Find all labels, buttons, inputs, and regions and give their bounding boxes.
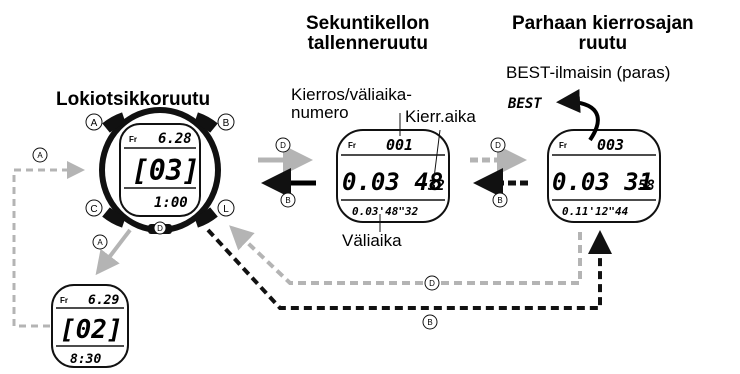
watch-log-bezel-tr <box>193 112 218 133</box>
watch-record-screen <box>336 129 450 223</box>
best-screen-title: Parhaan kierrosajan ruutu <box>512 14 694 54</box>
watch-log-date: 6.28 <box>158 131 192 147</box>
arrow-a-loop-label: A <box>37 151 43 160</box>
watch-best-split: 0.11'12"44 <box>562 205 629 218</box>
watch-record-mode: Fr <box>348 141 356 150</box>
watch-log-prev-date: 6.29 <box>88 293 119 308</box>
watch-log-record: [03] <box>132 154 199 187</box>
watch-log-bezel-tl <box>102 112 127 133</box>
button-b-label: B <box>223 118 230 129</box>
arrow-b-to-best <box>206 228 612 310</box>
lap-number-label: Kierros/väliaika- numero <box>291 86 412 122</box>
watch-log-bezel-bl <box>102 207 127 228</box>
watch-best-screen <box>547 129 661 223</box>
watch-log-buttons: A B C L D <box>85 113 235 235</box>
watch-record-split: 0.03'48"32 <box>352 205 419 218</box>
stopwatch-screen-title: Sekuntikellon tallenneruutu <box>306 14 430 54</box>
arrow-b-left-label: B <box>285 196 290 205</box>
split-time-label: Väliaika <box>342 231 402 250</box>
watch-log-prev-mode: Fr <box>60 296 68 305</box>
log-screen-title: Lokiotsikkoruutu <box>56 89 211 110</box>
watch-log-prev: Fr 6.29 [02] 8:30 <box>51 284 129 368</box>
arrow-d-right-2-label: D <box>495 141 501 150</box>
lap-number-line2: numero <box>291 102 349 122</box>
watch-best-sub: 58 <box>638 178 655 194</box>
arrows-log-record: D B <box>258 137 316 208</box>
arrows-record-best: D B <box>470 137 528 208</box>
button-d-label: D <box>157 224 163 233</box>
arrow-b-left-2-label: B <box>497 196 502 205</box>
watch-record-lap-no: 001 <box>386 136 413 154</box>
arrow-a-down-label: A <box>97 238 103 247</box>
watch-log-mode: Fr <box>129 135 137 144</box>
watch-record-sub: 32 <box>427 178 445 194</box>
stopwatch-title-line2: tallenneruutu <box>307 32 428 54</box>
lap-number-line1: Kierros/väliaika- <box>291 85 412 104</box>
arrow-b-to-best-label: B <box>427 318 432 327</box>
watch-best-mode: Fr <box>559 141 567 150</box>
watch-log-prev-record: [02] <box>60 315 123 345</box>
arrow-a-loop <box>12 161 85 328</box>
watch-log-bezel-br <box>193 207 218 228</box>
watch-record-main: 0.03 48 <box>342 168 443 196</box>
button-c-label: C <box>90 204 97 215</box>
stopwatch-title-line1: Sekuntikellon <box>306 13 430 34</box>
best-badge: BEST <box>507 96 542 112</box>
lap-time-leader <box>433 129 441 179</box>
watch-log-screen <box>119 123 201 217</box>
watch-best-main: 0.03 31 <box>552 168 653 196</box>
lap-time-label: Kierr.aika <box>405 107 476 126</box>
button-a-label: A <box>91 118 98 129</box>
watch-best: Fr 003 0.03 31 58 0.11'12"44 <box>547 129 661 223</box>
best-title-line1: Parhaan kierrosajan <box>512 13 694 34</box>
button-l-label: L <box>223 204 229 215</box>
watch-best-lap-no: 003 <box>597 136 624 154</box>
watch-log: Fr 6.28 [03] 1:00 <box>99 107 221 234</box>
arrow-d-return-label: D <box>429 279 435 288</box>
arrow-d-right-label: D <box>280 141 286 150</box>
watch-record: Fr 001 0.03 48 32 0.03'48"32 <box>336 113 450 232</box>
best-title-line2: ruutu <box>578 32 628 54</box>
watch-log-prev-time: 8:30 <box>70 352 101 367</box>
watch-log-time: 1:00 <box>154 195 188 211</box>
best-indicator-arrow <box>556 89 600 142</box>
best-indicator-label: BEST-ilmaisin (paras) <box>506 63 671 82</box>
arrow-a-down <box>95 228 132 276</box>
arrow-d-return <box>229 225 582 285</box>
